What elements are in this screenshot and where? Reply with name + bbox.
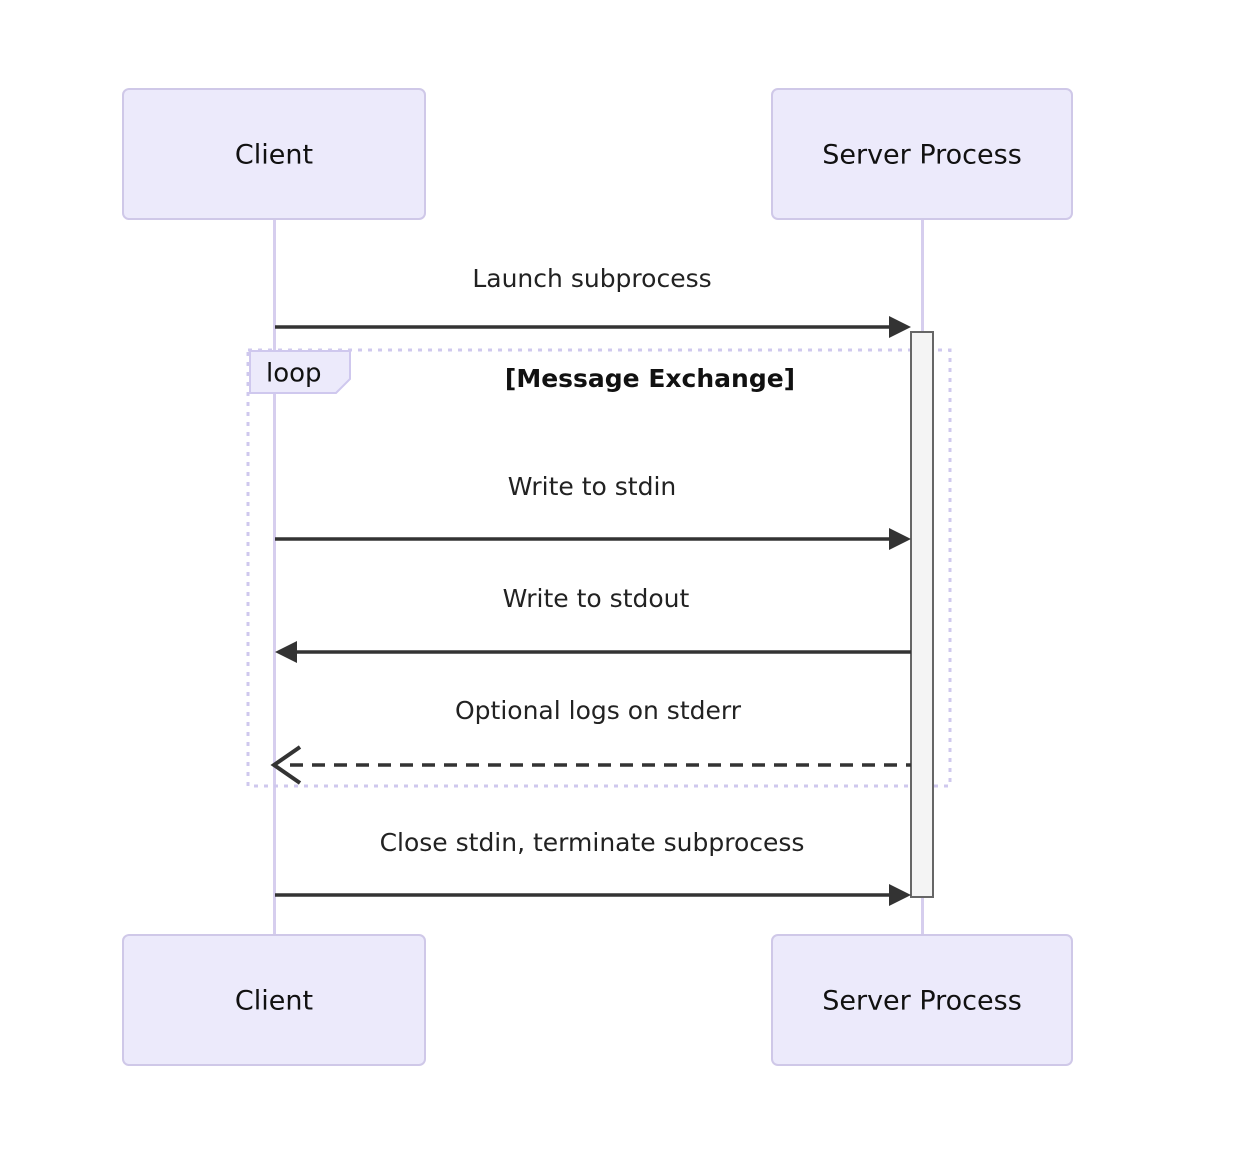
actor-rect-client-bottom[interactable] [122, 934, 426, 1066]
loop-frame-border [246, 348, 952, 788]
loop-fragment: loop [Message Exchange] [246, 348, 952, 788]
arrowhead-right-launch-subprocess [889, 316, 911, 338]
actor-rect-server-top[interactable] [771, 88, 1073, 220]
actor-box-client-bottom[interactable]: Client [122, 934, 426, 1066]
message-label-close-stdin-terminate-subprocess: Close stdin, terminate subprocess [380, 828, 805, 857]
actor-box-server-top[interactable]: Server Process [771, 88, 1073, 220]
message-label-launch-subprocess: Launch subprocess [472, 264, 711, 293]
message-close-stdin-terminate-subprocess: Close stdin, terminate subprocess [275, 828, 911, 906]
loop-title-label: [Message Exchange] [505, 364, 795, 393]
actor-box-client-top[interactable]: Client [122, 88, 426, 220]
message-write-to-stdin: Write to stdin [275, 472, 911, 550]
actor-rect-server-bottom[interactable] [771, 934, 1073, 1066]
actor-label-server-top: Server Process [822, 140, 1022, 171]
loop-tab-label: loop [266, 359, 322, 389]
actor-rect-client-top[interactable] [122, 88, 426, 220]
actor-label-client-top: Client [235, 140, 313, 171]
message-optional-logs-on-stderr: Optional logs on stderr [270, 696, 911, 785]
arrowhead-right-close-stdin-terminate-subprocess [889, 884, 911, 906]
arrowhead-right-write-to-stdin [889, 528, 911, 550]
activation-bar-server [910, 331, 934, 898]
loop-tab-shape [249, 350, 351, 394]
message-label-write-to-stdout: Write to stdout [503, 584, 690, 613]
message-launch-subprocess: Launch subprocess [275, 264, 911, 338]
arrowhead-left-open-optional-logs-on-stderr [270, 745, 302, 785]
actor-label-client-bottom: Client [235, 986, 313, 1017]
message-label-write-to-stdin: Write to stdin [508, 472, 676, 501]
message-label-optional-logs-on-stderr: Optional logs on stderr [455, 696, 742, 725]
message-write-to-stdout: Write to stdout [275, 584, 911, 663]
actor-label-server-bottom: Server Process [822, 986, 1022, 1017]
actor-box-server-bottom[interactable]: Server Process [771, 934, 1073, 1066]
arrowhead-left-write-to-stdout [275, 641, 297, 663]
